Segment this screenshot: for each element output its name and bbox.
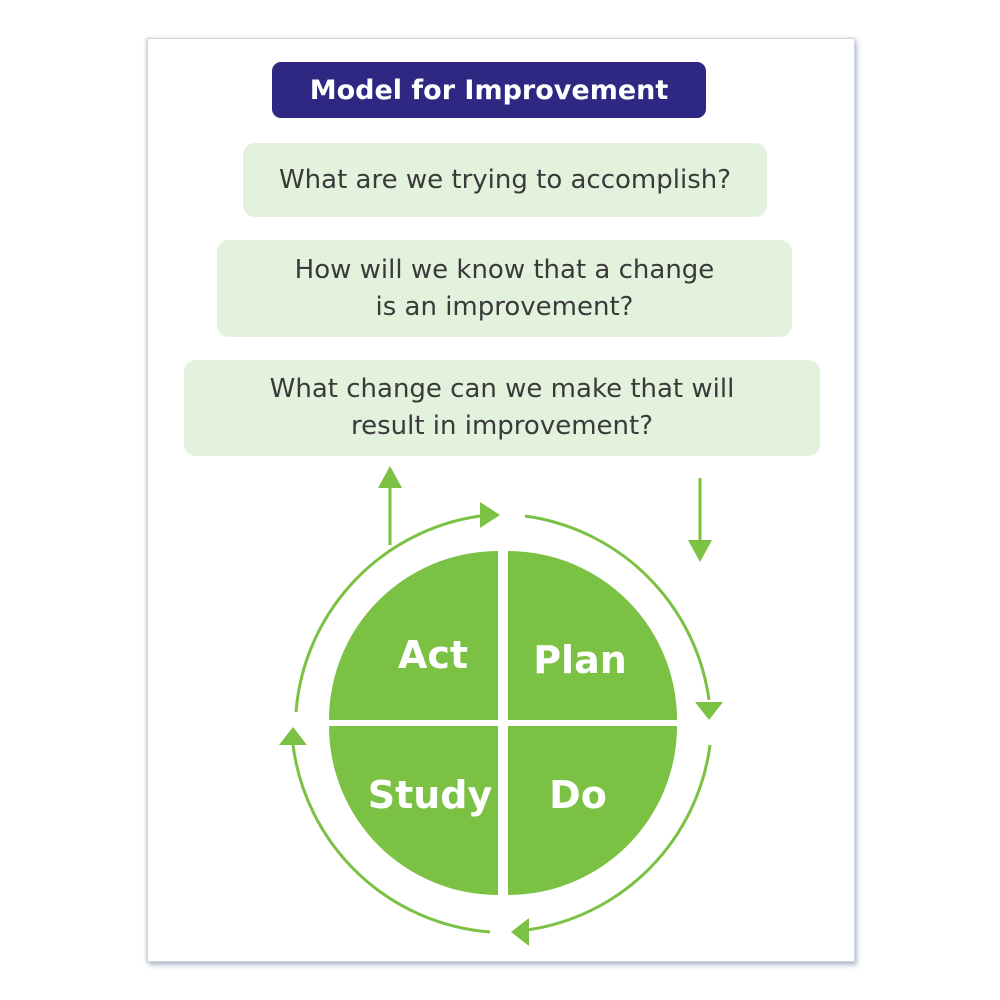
arrowhead-top [480, 502, 500, 528]
quadrant-act [329, 551, 498, 720]
cycle-label-do: Do [549, 773, 607, 817]
quadrant-plan [508, 551, 677, 720]
quadrant-do [508, 726, 677, 895]
cycle-label-plan: Plan [533, 638, 627, 682]
question-box-change: What change can we make that will result… [184, 360, 820, 456]
arrow-arc-top-right [524, 514, 711, 701]
arrowhead-up [378, 466, 402, 488]
arrow-arc-bottom-left [291, 744, 491, 934]
question-box-accomplish: What are we trying to accomplish? [243, 143, 767, 217]
arrowhead-left [279, 727, 307, 745]
diagram-title: Model for Improvement [272, 62, 706, 118]
diagram-title-text: Model for Improvement [309, 74, 669, 106]
arrow-arc-top-left [294, 513, 489, 713]
arrowhead-bottom [511, 918, 529, 946]
cycle-label-study: Study [368, 773, 493, 817]
question-box-measure: How will we know that a change is an imp… [217, 240, 792, 337]
arrowhead-right [695, 702, 723, 720]
cycle-label-act: Act [398, 633, 468, 677]
arrowhead-down [688, 540, 712, 562]
quadrant-study [329, 726, 498, 895]
question-text-measure: How will we know that a change is an imp… [294, 254, 715, 322]
arrow-arc-bottom-right [526, 744, 712, 932]
question-text-accomplish: What are we trying to accomplish? [278, 164, 732, 195]
question-text-change: What change can we make that will result… [269, 374, 735, 441]
